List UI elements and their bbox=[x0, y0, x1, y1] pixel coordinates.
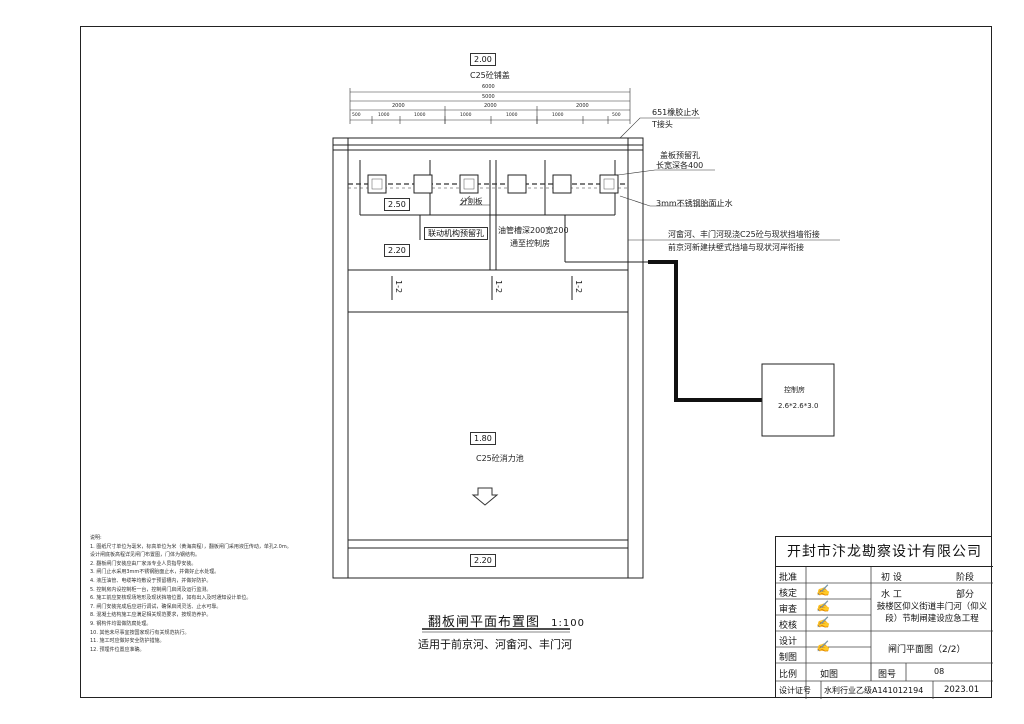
elevation-180: 1.80 bbox=[470, 432, 496, 445]
t-head-label: T接头 bbox=[652, 120, 673, 129]
top-material-label: C25砼铺盖 bbox=[470, 71, 510, 80]
rubber-seal-label: 651橡胶止水 bbox=[652, 108, 700, 117]
basin-label: C25砼消力池 bbox=[476, 454, 524, 463]
divider-label: 分割板 bbox=[460, 197, 483, 206]
drawing-scale: 1:100 bbox=[551, 618, 585, 629]
dim-part-2: 2000 bbox=[484, 103, 497, 109]
sheet-no-label: 图号 bbox=[878, 670, 897, 680]
drawing-title-text: 翻板闸平面布置图 bbox=[428, 615, 541, 630]
dim-sub: 5000 bbox=[482, 94, 495, 100]
row-label-scale: 比例 bbox=[779, 670, 798, 680]
dim-small-3: 1000 bbox=[414, 113, 426, 118]
note-item: 2. 翻板闸门安装应由厂家派专业人员指导安装。 bbox=[90, 560, 197, 567]
row-label-cert: 设计证号 bbox=[779, 686, 811, 695]
row-label-review: 审查 bbox=[779, 605, 798, 615]
row-label-design: 设计 bbox=[779, 637, 798, 647]
dim-small-6: 1000 bbox=[552, 113, 564, 118]
note-item: 1. 图纸尺寸单位为毫米，标高单位为米（黄海高程），翻板闸门采用液压传动，单孔2… bbox=[90, 543, 292, 550]
section-mark-1: 1-2 bbox=[394, 280, 403, 294]
section-mark-2: 1-2 bbox=[494, 280, 503, 294]
note-item: 8. 混凝土结构施工应满足相关规范要求，按规范养护。 bbox=[90, 612, 212, 619]
note-item: 4. 液压油管、电缆等均敷设于预留槽内，并做好防护。 bbox=[90, 577, 212, 584]
to-control-label: 通至控制房 bbox=[510, 239, 550, 248]
note-item: 9. 钢构件均需做防腐处理。 bbox=[90, 620, 152, 627]
dim-part-1: 2000 bbox=[392, 103, 405, 109]
project-name: 鼓楼区仰义街道丰门河（仰义段）节制闸建设应急工程 bbox=[876, 602, 988, 624]
dim-small-1: 500 bbox=[352, 113, 361, 118]
stage-value: 阶段 bbox=[956, 573, 975, 583]
sheet-title: 闸门平面图（2/2） bbox=[888, 645, 966, 655]
dim-total: 6000 bbox=[482, 84, 495, 90]
wall-note-2: 前京河新建扶壁式挡墙与现状河岸衔接 bbox=[668, 243, 804, 252]
note-item: 10. 其他未尽事宜按国家现行有关规范执行。 bbox=[90, 629, 190, 636]
drawing-subtitle: 适用于前京河、河畲河、丰门河 bbox=[418, 638, 572, 651]
drawing-date: 2023.01 bbox=[944, 685, 980, 695]
steel-seal-label: 3mm不锈钢胎面止水 bbox=[656, 199, 733, 208]
row-label-approve: 批准 bbox=[779, 573, 798, 583]
title-block-grid bbox=[776, 567, 993, 699]
note-item: 11. 施工时应做好安全防护措施。 bbox=[90, 638, 165, 645]
specialty-value: 部分 bbox=[956, 590, 975, 600]
dim-small-2: 1000 bbox=[378, 113, 390, 118]
reserve-size-label: 长宽深各400 bbox=[656, 161, 704, 170]
control-room-label: 控制房 bbox=[784, 386, 805, 394]
signature-check: ✍ bbox=[816, 616, 830, 629]
note-item: 设计闸底板高程详见闸门布置图，门体为钢结构。 bbox=[90, 552, 201, 559]
row-label-check: 校核 bbox=[779, 621, 798, 631]
cert-no: 水利行业乙级A141012194 bbox=[824, 686, 924, 695]
drawing-frame bbox=[80, 26, 992, 698]
elevation-top: 2.00 bbox=[470, 53, 496, 66]
dim-small-4: 1000 bbox=[460, 113, 472, 118]
specialty-label: 水 工 bbox=[881, 590, 902, 600]
scale-value: 如图 bbox=[820, 670, 839, 680]
company-name: 开封市汴龙勘察设计有限公司 bbox=[776, 537, 993, 567]
signature-verify: ✍ bbox=[816, 584, 830, 597]
stage-label: 初 设 bbox=[881, 573, 902, 583]
elevation-250: 2.50 bbox=[384, 198, 410, 211]
elevation-bottom: 2.20 bbox=[470, 554, 496, 567]
control-room-size: 2.6*2.6*3.0 bbox=[778, 402, 819, 410]
signature-review: ✍ bbox=[816, 600, 830, 613]
note-item: 12. 预埋件位置应准确。 bbox=[90, 646, 145, 653]
linkage-hole-label: 联动机构预留孔 bbox=[424, 227, 488, 240]
row-label-verify: 核定 bbox=[779, 589, 798, 599]
sheet-no: 08 bbox=[934, 667, 945, 676]
pipe-trench-label: 油管槽深200宽200 bbox=[498, 226, 569, 235]
note-item: 5. 控制房内设控制柜一台，控制闸门启闭及运行监测。 bbox=[90, 586, 212, 593]
elevation-220: 2.20 bbox=[384, 244, 410, 257]
signature-design: ✍ bbox=[816, 640, 830, 653]
dim-part-3: 2000 bbox=[576, 103, 589, 109]
dim-small-7: 500 bbox=[612, 113, 621, 118]
title-block: 开封市汴龙勘察设计有限公司 批准 核定 审查 校核 设计 制图 比例 设计证号 … bbox=[775, 536, 993, 699]
wall-note-1: 河畲河、丰门河现浇C25砼与现状挡墙衔接 bbox=[668, 230, 820, 239]
design-notes: 说明: 1. 图纸尺寸单位为毫米，标高单位为米（黄海高程），翻板闸门采用液压传动… bbox=[90, 534, 340, 654]
row-label-draft: 制图 bbox=[779, 653, 798, 663]
note-item: 6. 施工前应复核现场地形及现状挡墙位置，如有出入及时通知设计单位。 bbox=[90, 595, 252, 602]
section-mark-3: 1-2 bbox=[574, 280, 583, 294]
drawing-title: 翻板闸平面布置图 1:100 bbox=[428, 611, 585, 630]
notes-heading: 说明: bbox=[90, 535, 102, 541]
note-item: 7. 闸门安装完成后应进行调试，确保启闭灵活、止水可靠。 bbox=[90, 603, 222, 610]
note-item: 3. 闸门止水采用3mm不锈钢胎面止水，并做好止水处理。 bbox=[90, 569, 220, 576]
cover-plate-label: 盖板预留孔 bbox=[660, 151, 700, 160]
dim-small-5: 1000 bbox=[506, 113, 518, 118]
